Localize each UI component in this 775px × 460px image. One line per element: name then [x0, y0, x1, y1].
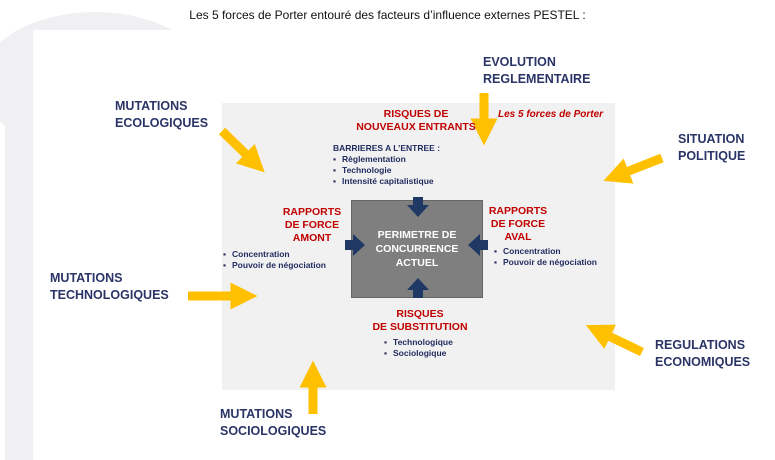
pestel-politique: SITUATION POLITIQUE: [678, 131, 745, 165]
text-line: MUTATIONS: [50, 271, 123, 285]
pestel-economiques: REGULATIONS ECONOMIQUES: [655, 337, 750, 371]
text-line: ECONOMIQUES: [655, 355, 751, 369]
text-line: DE SUBSTITUTION: [372, 321, 468, 333]
arrow-bottom-navy: [407, 278, 429, 298]
force-entrants-barriers: BARRIERES A L’ENTREE : RèglementationTec…: [333, 143, 440, 187]
porter-label: Les 5 forces de Porter: [498, 109, 604, 120]
text-line: SOCIOLOGIQUES: [220, 424, 327, 438]
list-item: Règlementation: [333, 154, 440, 165]
core-line: ACTUEL: [395, 257, 439, 269]
force-substitution-list: TechnologiqueSociologique: [384, 337, 453, 359]
text-line: AVAL: [504, 231, 532, 243]
pestel-ecologiques: MUTATIONS ECOLOGIQUES: [115, 98, 208, 132]
text-line: RAPPORTS: [488, 205, 548, 217]
text-line: NOUVEAUX ENTRANTS: [356, 121, 476, 133]
text-line: POLITIQUE: [678, 149, 746, 163]
arrows-layer: [188, 93, 664, 414]
list-item: Technologie: [333, 165, 440, 176]
core-line: CONCURRENCE: [375, 243, 459, 255]
text-line: RISQUES: [396, 308, 444, 320]
decorative-cover: [33, 30, 233, 170]
list-item: Pouvoir de négociation: [223, 260, 326, 271]
pestel-reglementaire: EVOLUTION REGLEMENTAIRE: [483, 54, 590, 88]
pestel-technologiques: MUTATIONS TECHNOLOGIQUES: [50, 270, 169, 304]
text-line: DE FORCE: [284, 219, 340, 231]
arrow-ecologiques: [218, 127, 265, 173]
text-line: DE FORCE: [490, 218, 546, 230]
text-line: SITUATION: [678, 132, 745, 146]
list-item: Concentration: [223, 249, 326, 260]
text-line: MUTATIONS: [220, 407, 293, 421]
arrow-top-navy: [407, 197, 429, 217]
text-line: BARRIERES A L’ENTREE :: [333, 143, 441, 153]
list-item: Sociologique: [384, 348, 453, 359]
page-title: Les 5 forces de Porter entouré des facte…: [189, 8, 586, 22]
pestel-sociologiques: MUTATIONS SOCIOLOGIQUES: [220, 406, 326, 440]
arrow-politique: [603, 153, 664, 184]
list-item: Pouvoir de négociation: [494, 257, 597, 268]
text-line: RAPPORTS: [282, 206, 342, 218]
core-line: PERIMETRE DE: [377, 229, 457, 241]
text-line: MUTATIONS: [115, 99, 188, 113]
text-line: RISQUES DE: [383, 108, 449, 120]
arrow-left-navy: [345, 234, 365, 256]
arrow-economiques: [585, 324, 644, 357]
force-amont-list: ConcentrationPouvoir de négociation: [223, 249, 326, 271]
list-item: Technologique: [384, 337, 453, 348]
text-line: REGULATIONS: [655, 338, 746, 352]
text-line: AMONT: [292, 232, 332, 244]
force-aval-list: ConcentrationPouvoir de négociation: [494, 246, 597, 268]
list-item: Concentration: [494, 246, 597, 257]
list-item: Intensité capitalistique: [333, 176, 440, 187]
text-line: REGLEMENTAIRE: [483, 72, 591, 86]
arrow-right-navy: [468, 234, 488, 256]
text-line: ECOLOGIQUES: [115, 116, 209, 130]
text-line: EVOLUTION: [483, 55, 556, 69]
decorative-band: [5, 40, 33, 460]
text-line: TECHNOLOGIQUES: [50, 288, 169, 302]
